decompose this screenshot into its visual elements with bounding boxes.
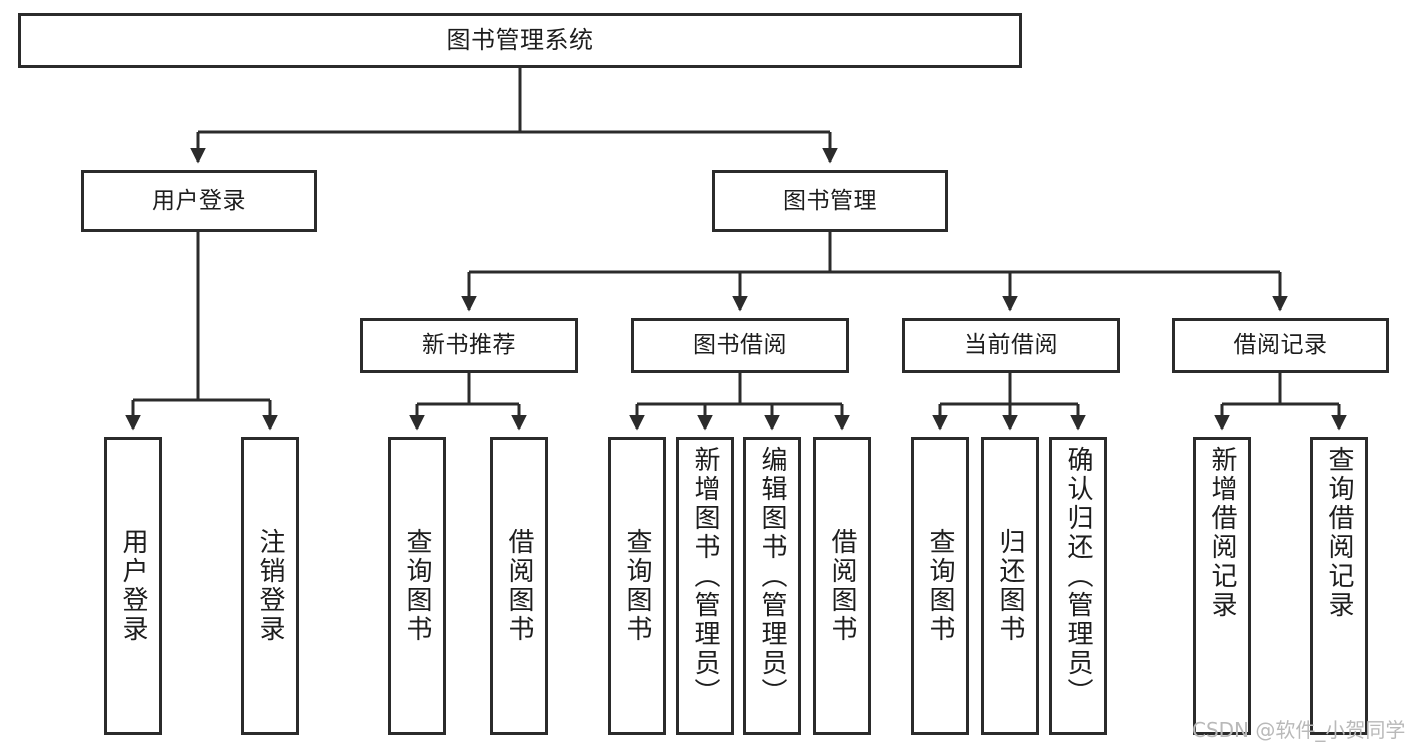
node-label: 新增图书（管理员） xyxy=(690,446,720,707)
node-new-book-recommendation[interactable]: 新书推荐 xyxy=(360,318,578,373)
leaf-new-book-borrow-books[interactable]: 借阅图书 xyxy=(490,437,548,735)
node-label: 编辑图书（管理员） xyxy=(757,446,787,707)
leaf-current-borrow-return-books[interactable]: 归还图书 xyxy=(981,437,1039,735)
node-borrowing-record[interactable]: 借阅记录 xyxy=(1172,318,1389,373)
node-label: 查询图书 xyxy=(402,528,432,644)
node-label: 确认归还（管理员） xyxy=(1063,446,1093,707)
leaf-book-borrow-add-book-admin[interactable]: 新增图书（管理员） xyxy=(676,437,734,735)
leaf-user-login-login[interactable]: 用户登录 xyxy=(104,437,162,735)
leaf-current-borrow-confirm-return-admin[interactable]: 确认归还（管理员） xyxy=(1049,437,1107,735)
node-label: 查询借阅记录 xyxy=(1324,446,1354,620)
leaf-user-login-logout[interactable]: 注销登录 xyxy=(241,437,299,735)
leaf-borrow-record-add-record[interactable]: 新增借阅记录 xyxy=(1193,437,1251,735)
node-label: 用户登录 xyxy=(152,187,246,214)
node-label: 图书借阅 xyxy=(693,332,787,359)
node-label: 用户登录 xyxy=(118,528,148,644)
node-book-management[interactable]: 图书管理 xyxy=(712,170,948,232)
leaf-book-borrow-edit-book-admin[interactable]: 编辑图书（管理员） xyxy=(743,437,801,735)
node-current-borrowing[interactable]: 当前借阅 xyxy=(902,318,1120,373)
node-label: 图书管理 xyxy=(783,187,877,214)
leaf-new-book-query-books[interactable]: 查询图书 xyxy=(388,437,446,735)
node-user-login[interactable]: 用户登录 xyxy=(81,170,317,232)
leaf-book-borrow-borrow-books[interactable]: 借阅图书 xyxy=(813,437,871,735)
leaf-borrow-record-query-record[interactable]: 查询借阅记录 xyxy=(1310,437,1368,735)
node-label: 借阅记录 xyxy=(1233,332,1328,359)
leaf-book-borrow-query-books[interactable]: 查询图书 xyxy=(608,437,666,735)
node-label: 查询图书 xyxy=(925,528,955,644)
node-label: 查询图书 xyxy=(622,528,652,644)
node-label: 当前借阅 xyxy=(964,332,1058,359)
node-label: 归还图书 xyxy=(995,528,1025,644)
node-label: 借阅图书 xyxy=(827,528,857,644)
node-root-book-management-system[interactable]: 图书管理系统 xyxy=(18,13,1022,68)
node-label: 图书管理系统 xyxy=(446,25,594,54)
leaf-current-borrow-query-books[interactable]: 查询图书 xyxy=(911,437,969,735)
node-label: 借阅图书 xyxy=(504,528,534,644)
node-book-borrowing[interactable]: 图书借阅 xyxy=(631,318,849,373)
node-label: 注销登录 xyxy=(255,528,285,644)
watermark-text: CSDN @软件_小贺同学 xyxy=(1192,718,1405,742)
node-label: 新书推荐 xyxy=(422,332,516,359)
node-label: 新增借阅记录 xyxy=(1207,446,1237,620)
